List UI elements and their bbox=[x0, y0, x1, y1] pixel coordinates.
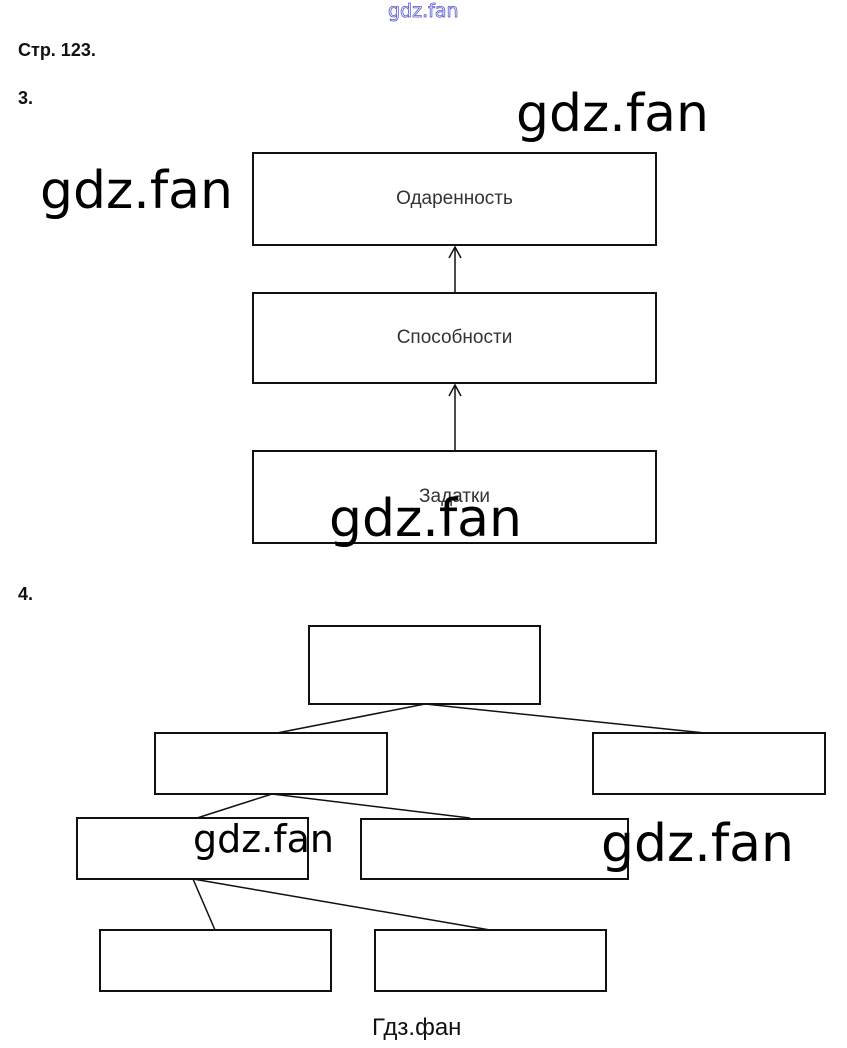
footer-text: Гдз.фан bbox=[372, 1014, 462, 1041]
tree-box-level4-right bbox=[374, 929, 607, 992]
box-abilities: Способности bbox=[252, 292, 657, 384]
tree-box-level2-right bbox=[592, 732, 826, 795]
tree-box-level2-left bbox=[154, 732, 388, 795]
tree-box-level3-right bbox=[360, 818, 629, 880]
watermark: gdz.fan bbox=[329, 489, 522, 549]
tree-box-root bbox=[308, 625, 541, 705]
tree-box-level3-left bbox=[76, 817, 309, 880]
tree-line bbox=[271, 793, 471, 819]
box-inclinations: Задатки bbox=[252, 450, 657, 544]
task-4-number: 4. bbox=[18, 584, 34, 604]
watermark: gdz.fan bbox=[601, 814, 794, 874]
task-3-number: 3. bbox=[18, 88, 34, 108]
watermark: gdz.fan bbox=[40, 161, 233, 221]
tree-line bbox=[192, 878, 491, 931]
tree-line bbox=[196, 793, 273, 819]
arrow-head-1 bbox=[448, 245, 462, 259]
box-giftedness: Одаренность bbox=[252, 152, 657, 246]
watermark: gdz.fan bbox=[516, 84, 709, 144]
box-label: Способности bbox=[396, 327, 513, 348]
box-label: Задатки bbox=[419, 486, 490, 507]
watermark: gdz.fan bbox=[193, 817, 335, 861]
tree-box-level4-left bbox=[99, 929, 332, 992]
tree-line bbox=[424, 703, 706, 734]
watermark-top: gdz.fan bbox=[388, 0, 459, 22]
tree-line bbox=[276, 703, 426, 734]
arrow-head-2 bbox=[448, 383, 462, 397]
box-label: Одаренность bbox=[396, 188, 513, 209]
page-label: Стр. 123. bbox=[18, 40, 96, 60]
tree-line bbox=[192, 878, 216, 931]
